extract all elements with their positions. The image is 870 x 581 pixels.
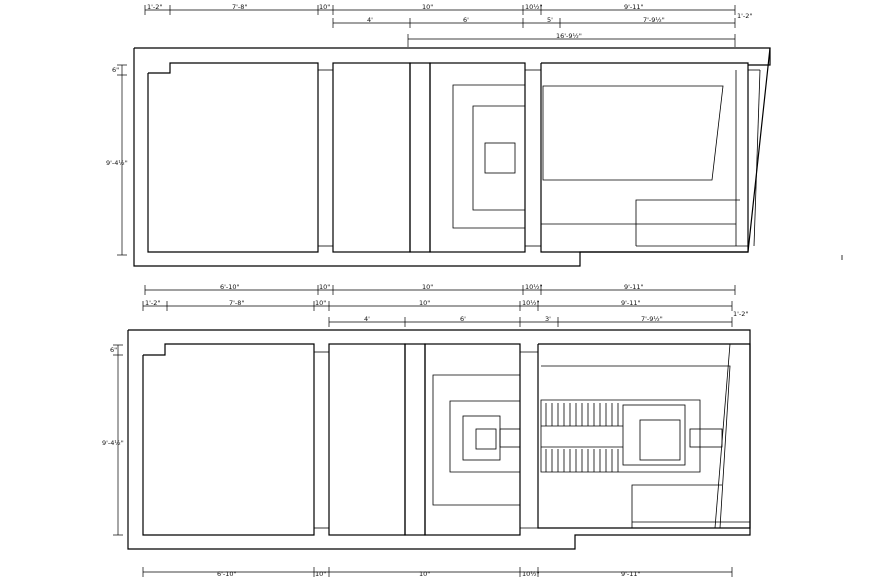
dim-label: 5' — [547, 16, 553, 24]
light-strip-upper — [545, 403, 619, 426]
dim-label: 16'-9½" — [556, 32, 582, 40]
room-right — [537, 343, 751, 529]
dim-label: 1'-2" — [147, 3, 162, 11]
room-tray — [424, 343, 521, 536]
dim-label: 10" — [319, 3, 330, 11]
room-middle — [328, 343, 426, 536]
dim-label: 10½" — [522, 299, 540, 307]
plan-lower: 1'-2" 7'-8" 10" 10" 10½" 9'-11" 1'-2" 4'… — [102, 299, 751, 578]
dim-label: 3' — [545, 315, 551, 323]
dim-label: 1'-2" — [145, 299, 160, 307]
dim-label: 4' — [364, 315, 370, 323]
dim-label: 6'-10" — [220, 283, 240, 291]
dim-label: 6" — [112, 66, 119, 74]
dimension-row-bottom: 6'-10" 10" 10" 10½" 9'-11" — [142, 567, 733, 578]
dim-label: 10½" — [525, 3, 543, 11]
dim-label: 9'-4½" — [106, 159, 128, 167]
light-strip-lower — [545, 449, 619, 472]
outer-wall — [127, 329, 751, 550]
room-left — [147, 62, 319, 253]
dim-label: 10" — [319, 283, 330, 291]
dim-label: 6'-10" — [217, 570, 237, 578]
dim-label: 10" — [422, 283, 433, 291]
dim-label: 10½" — [525, 283, 543, 291]
dim-label: 6' — [463, 16, 469, 24]
room-middle — [332, 62, 431, 253]
dim-label: 10" — [315, 570, 326, 578]
dim-label: 9'-11" — [621, 570, 641, 578]
dim-label: 10" — [419, 299, 430, 307]
dim-label: 1'-2" — [737, 12, 752, 20]
dim-label: 1'-2" — [733, 310, 748, 318]
plan-upper: 1'-2" 7'-8" 10" 10" 10½" 9'-11" 1'-2" 4'… — [106, 3, 771, 295]
dim-label: 9'-11" — [624, 283, 644, 291]
dimension-row-top-2: 4' 6' 3' 7'-9½" — [328, 315, 733, 327]
outer-wall — [133, 47, 771, 267]
dim-label: 7'-8" — [229, 299, 244, 307]
dim-label: 7'-9½" — [641, 315, 663, 323]
dimension-row-top-3: 16'-9½" — [407, 32, 736, 47]
dim-label: 9'-11" — [621, 299, 641, 307]
dimension-row-bottom: 6'-10" 10" 10" 10½" 9'-11" — [144, 283, 736, 295]
dim-label: 4' — [367, 16, 373, 24]
dim-label: 10½" — [522, 570, 540, 578]
room-right — [540, 62, 761, 253]
dim-label: 9'-11" — [624, 3, 644, 11]
dim-label: 10" — [315, 299, 326, 307]
dim-label: 10" — [419, 570, 430, 578]
room-left — [142, 343, 315, 536]
dim-label: 6" — [110, 346, 117, 354]
room-tray — [429, 62, 526, 253]
dim-label: 7'-9½" — [643, 16, 665, 24]
dimension-row-top-2: 4' 6' 5' 7'-9½" — [332, 16, 736, 28]
dim-label: 6' — [460, 315, 466, 323]
dim-label: 9'-4½" — [102, 439, 124, 447]
dim-label: 7'-8" — [232, 3, 247, 11]
dimension-row-top-1: 1'-2" 7'-8" 10" 10" 10½" 9'-11" 1'-2" — [144, 3, 752, 20]
dim-label: 10" — [422, 3, 433, 11]
dimension-left: 6" 9'-4½" — [102, 344, 124, 536]
dimension-left: 6" 9'-4½" — [106, 64, 128, 256]
dimension-row-top-1: 1'-2" 7'-8" 10" 10" 10½" 9'-11" 1'-2" — [142, 299, 748, 318]
